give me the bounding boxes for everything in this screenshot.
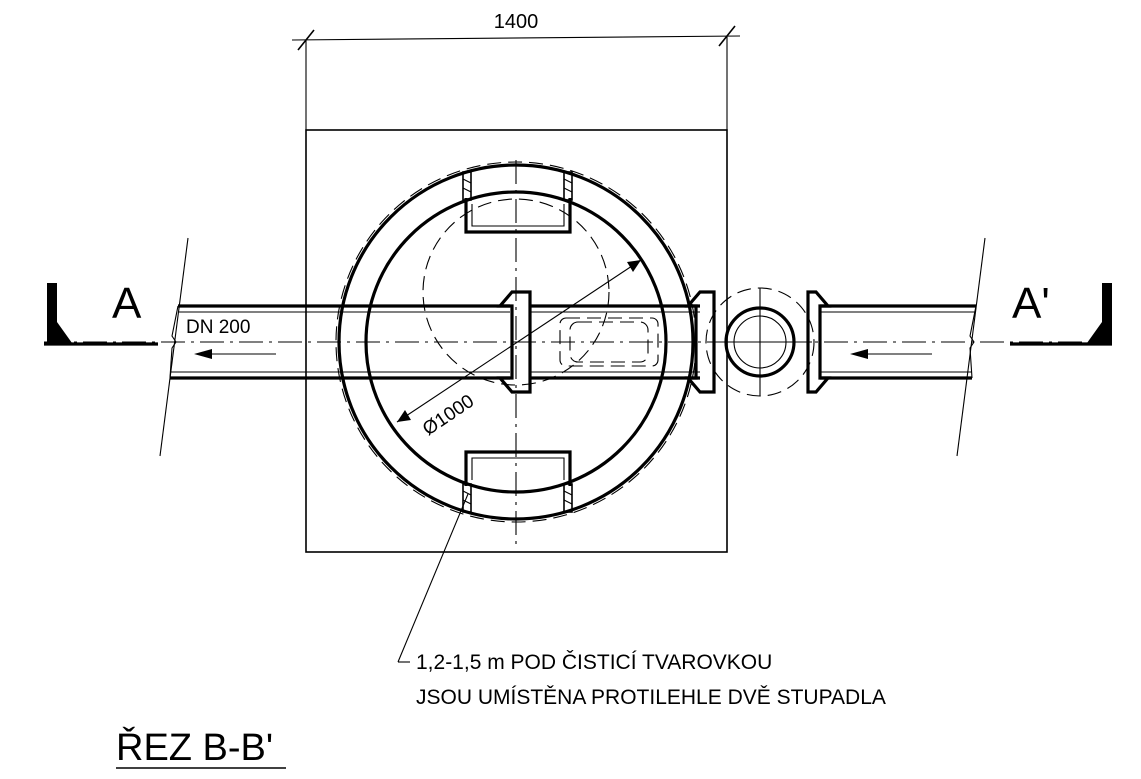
pipe-socket-right xyxy=(806,290,832,394)
width-dimension: 1400 xyxy=(291,11,741,130)
diameter-dimension: Ø1000 xyxy=(396,259,642,440)
flow-arrow-left xyxy=(194,349,276,359)
section-label-left: A xyxy=(112,279,142,328)
cleaning-opening-hidden xyxy=(569,321,649,363)
cleaning-fitting-hidden xyxy=(559,317,659,367)
note-line-1: 1,2-1,5 m POD ČISTICÍ TVAROVKOU xyxy=(416,651,772,674)
section-title: ŘEZ B-B' xyxy=(116,726,273,769)
note-line-2: JSOU UMÍSTĚNA PROTILEHLE DVĚ STUPADLA xyxy=(416,686,886,709)
sewer-pipe xyxy=(169,304,977,380)
upper-step-rung xyxy=(462,171,573,234)
pipe-socket-middle xyxy=(684,290,716,394)
note-leader-line xyxy=(397,493,469,663)
cone-opening-hidden xyxy=(422,198,610,386)
width-dimension-label: 1400 xyxy=(494,11,539,33)
section-label-right: A' xyxy=(1012,279,1050,328)
inspection-shaft xyxy=(705,287,815,397)
section-mark-left: A xyxy=(44,279,158,346)
right-break-line xyxy=(956,237,986,457)
diameter-label: Ø1000 xyxy=(419,391,478,440)
section-mark-right: A' xyxy=(1010,279,1112,346)
pipe-diameter-label: DN 200 xyxy=(186,317,250,338)
pipe-socket-left xyxy=(496,290,532,394)
left-break-line xyxy=(159,237,189,457)
flow-arrow-right xyxy=(850,349,932,359)
lower-step-rung xyxy=(462,450,573,513)
